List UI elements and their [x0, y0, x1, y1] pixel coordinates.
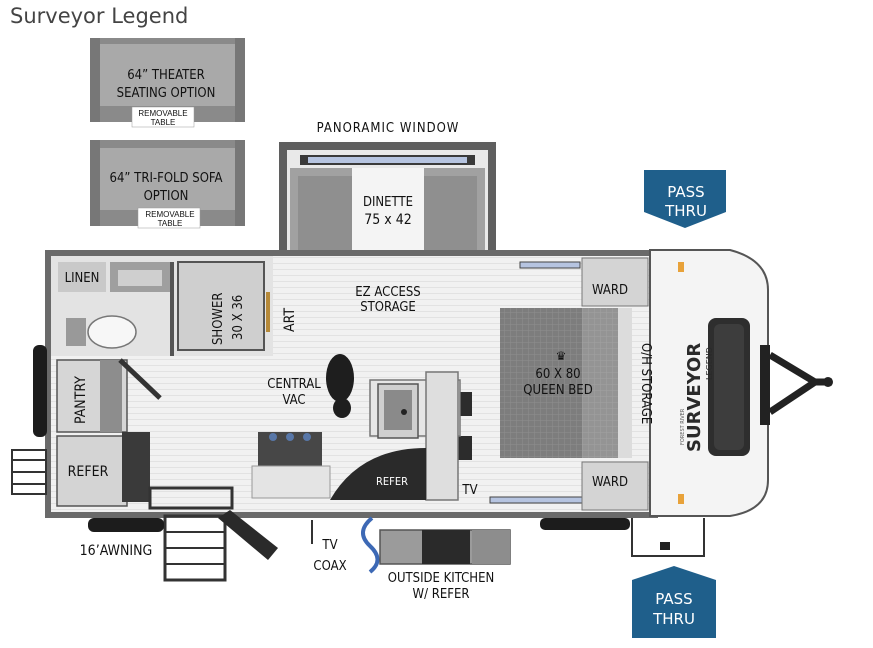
front-cap: SURVEYOR LEGEND FOREST RIVER — [649, 249, 769, 517]
crown-icon: ♛ — [556, 349, 567, 363]
sofa-label-line2: OPTION — [144, 189, 189, 204]
pass-thru-top-line2: THRU — [664, 202, 707, 220]
brand-logo-text: SURVEYOR — [684, 343, 705, 452]
art-label: ART — [282, 308, 298, 332]
footprint-icon — [326, 354, 354, 418]
outside-kitchen — [361, 516, 511, 574]
front-step — [540, 518, 630, 530]
tv-inside-label: TV — [461, 483, 477, 498]
entry-steps — [148, 486, 278, 582]
pass-thru-bottom-line2: THRU — [652, 610, 695, 628]
storage-label: STORAGE — [360, 300, 416, 315]
ez-access-label: EZ ACCESS — [355, 285, 420, 300]
kitchen-island: REFER — [330, 371, 461, 501]
pass-thru-bottom-badge: PASS THRU — [632, 566, 716, 638]
central-label: CENTRAL — [267, 377, 321, 392]
linen-label: LINEN — [65, 271, 100, 286]
dinette-label: DINETTE — [363, 195, 413, 210]
shower-size: 30 X 36 — [231, 295, 246, 340]
queen-bed-label: QUEEN BED — [523, 383, 592, 398]
theater-table-label1: REMOVABLE — [138, 109, 187, 118]
pantry-label: PANTRY — [73, 376, 89, 424]
shower-label: SHOWER — [211, 292, 226, 345]
trailer-hitch — [760, 345, 833, 425]
rear-bumper — [11, 345, 47, 495]
sofa-table-label2: TABLE — [158, 219, 183, 228]
ward-top-label: WARD — [592, 283, 628, 298]
pass-thru-bottom-line1: PASS — [655, 590, 692, 608]
dinette-size: 75 x 42 — [364, 212, 412, 228]
refer-left-label: REFER — [68, 464, 109, 480]
w-refer-label: W/ REFER — [413, 587, 470, 602]
ward-bottom-label: WARD — [592, 475, 628, 490]
outside-kitchen-label: OUTSIDE KITCHEN — [388, 571, 495, 586]
sofa-table-label1: REMOVABLE — [145, 210, 194, 219]
vac-label: VAC — [282, 393, 305, 408]
bed-size-label: 60 X 80 — [535, 367, 580, 382]
brand-sub-text: LEGEND — [705, 347, 714, 380]
pass-thru-outline — [631, 518, 705, 557]
page-title: Surveyor Legend — [10, 4, 189, 28]
window-bottom — [489, 496, 591, 504]
theater-seating-option: 64” THEATER SEATING OPTION REMOVABLE TAB… — [90, 38, 245, 128]
pantry-refer: PANTRY REFER — [56, 358, 162, 507]
stove — [251, 432, 331, 499]
theater-table-label2: TABLE — [151, 118, 176, 127]
panoramic-window-label: PANORAMIC WINDOW — [317, 121, 460, 136]
window-top — [519, 261, 581, 269]
pass-thru-top-line1: PASS — [667, 183, 704, 201]
oh-storage-label: O/H STORAGE — [638, 343, 653, 424]
theater-label-line2: SEATING OPTION — [117, 86, 216, 101]
awning-bar — [88, 518, 164, 532]
awning-label: 16’AWNING — [80, 543, 153, 559]
trifold-sofa-option: 64” TRI-FOLD SOFA OPTION REMOVABLE TABLE — [90, 140, 245, 229]
coax-label: COAX — [313, 559, 346, 574]
refer-kitchen-label: REFER — [376, 475, 408, 488]
bathroom: LINEN SHOWER 30 X 36 ART — [51, 256, 298, 356]
pass-thru-top-badge: PASS THRU — [644, 170, 726, 228]
tv-label: TV — [321, 538, 337, 553]
theater-label-line1: 64” THEATER — [127, 68, 205, 83]
bedroom: WARD WARD ♛ 60 X 80 QUEEN BED O/H STORAG… — [458, 257, 653, 511]
sofa-label-line1: 64” TRI-FOLD SOFA — [110, 171, 223, 186]
brand-top-text: FOREST RIVER — [680, 408, 686, 445]
